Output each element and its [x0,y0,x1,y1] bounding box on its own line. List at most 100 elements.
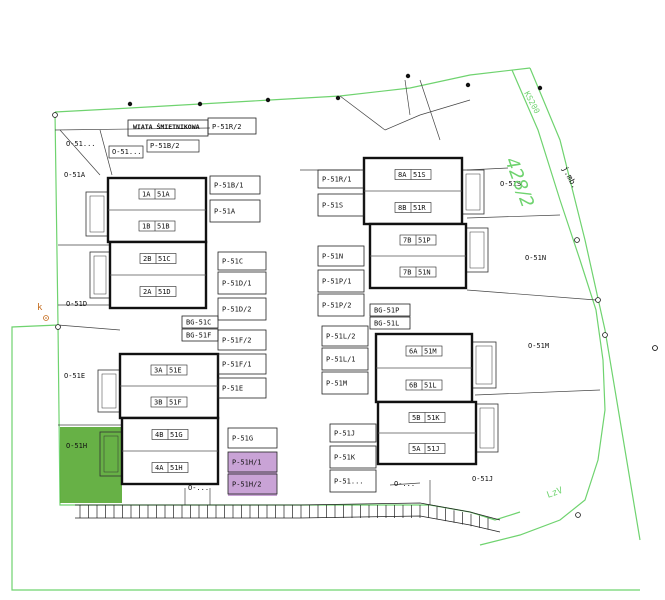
parking-right-0: P-51R/1 [317,169,365,189]
parking-left-8: P-51F/1 [217,353,267,375]
box-label: P-51E [222,385,243,393]
unit-code: 51C [158,255,171,263]
parking-right-6: BG-51L [369,316,411,330]
box-label: P-51A [214,208,236,216]
svg-text:O-51A: O-51A [64,171,86,179]
unit-code: 51R [413,204,426,212]
box-label: P-51D/2 [222,306,252,314]
box-p51r2 [207,117,257,135]
north-label: P-51R/2 [212,123,242,131]
unit-number: 1B [142,223,150,231]
box-label: BG-51P [374,307,399,315]
unit-label-box [139,253,177,264]
unit-number: 5B [412,414,420,422]
terrace [85,191,109,237]
terrace [465,227,489,273]
unit-code: 51N [418,269,431,277]
box-label: P-51L/2 [326,333,356,341]
unit-number: 8B [398,204,406,212]
parking-left-5: BG-51C [181,315,219,329]
unit-label-box [399,234,437,246]
unit-label-box [394,169,432,180]
plot-label-10: O-51M [528,342,549,350]
parking-left-1: P-51A [209,199,261,223]
parking-right-7: P-51L/2 [321,325,369,347]
box-label: BG-51F [186,332,211,340]
building-b3: 3A 51E 3B 51F [97,352,220,420]
survey-rings [52,112,658,518]
unit-code: 51J [427,445,440,453]
unit-number: 2A [143,288,152,296]
terrace [461,169,485,215]
terrace [89,251,111,299]
unit-code: 51F [169,399,182,407]
unit-label-box [139,286,177,297]
box-label: P-51... [334,478,364,486]
terrace [471,341,497,389]
box-label: P-51N [322,253,343,261]
box-label: P-51M [326,380,347,388]
svg-text:O-...: O-... [188,484,209,492]
svg-text:O-51E: O-51E [64,372,85,380]
building-b1: 1A 51A 1B 51B [85,176,208,244]
terrace-inner [89,195,105,233]
box-label: P-51J [334,430,355,438]
parking-right-11: P-51K [329,445,377,469]
wall-hatching [79,504,489,530]
unit-code: 51G [170,431,183,439]
terrace [97,369,121,413]
k-marker [43,315,49,321]
road-label: KS200 [522,90,541,116]
plot-label-12: O-51J [472,475,493,483]
unit-number: 6B [409,382,417,390]
unit-number: 1A [142,191,151,199]
parking-right-4: P-51P/2 [317,293,365,317]
unit-number: 2B [143,255,151,263]
unit-label-box [151,429,189,440]
parking-left-11: P-51H/1 [227,451,278,473]
parking-left-9: P-51E [217,377,267,399]
svg-text:O-51N: O-51N [525,254,546,262]
terrace-inner [479,407,495,449]
parking-right-1: P-51S [317,193,365,217]
unit-label-box [405,379,443,391]
unit-code: 51M [424,348,437,356]
unit-code: 51E [169,367,182,375]
unit-code: 51B [157,223,170,231]
svg-text:O-51...: O-51... [66,140,96,148]
unit-code: 51A [157,191,170,199]
unit-code: 51H [170,464,183,472]
garden-plot [60,427,122,503]
box-label: P-51S [322,202,343,210]
box-label: BG-51C [186,319,211,327]
unit-label-box [394,202,432,213]
box-label: P-51G [232,435,253,443]
box-label: P-51F/1 [222,361,252,369]
unit-code: 51S [413,171,426,179]
box-label: P-51R/1 [322,176,352,184]
parking-left-6: BG-51F [181,328,219,342]
parking-right-12: P-51... [329,469,377,493]
k-label: k [37,303,43,313]
svg-text:O-51M: O-51M [528,342,549,350]
unit-label-box [138,188,176,200]
svg-text:O-51...: O-51... [112,148,142,156]
unit-number: 3A [154,367,163,375]
parking-left-2: P-51C [217,251,267,271]
box-label: P-51K [334,454,356,462]
box-label: P-51B/1 [214,182,244,190]
plot-label-8: O-51S [500,180,521,188]
box-label: P-51H/2 [232,481,262,489]
unit-number: 5A [412,445,421,453]
unit-number: 8A [398,171,407,179]
parking-right-8: P-51L/1 [321,347,369,371]
unit-code: 51D [158,288,171,296]
unit-number: 7B [403,237,411,245]
plot-label-1: O-51... [108,145,144,159]
unit-number: 3B [154,399,162,407]
